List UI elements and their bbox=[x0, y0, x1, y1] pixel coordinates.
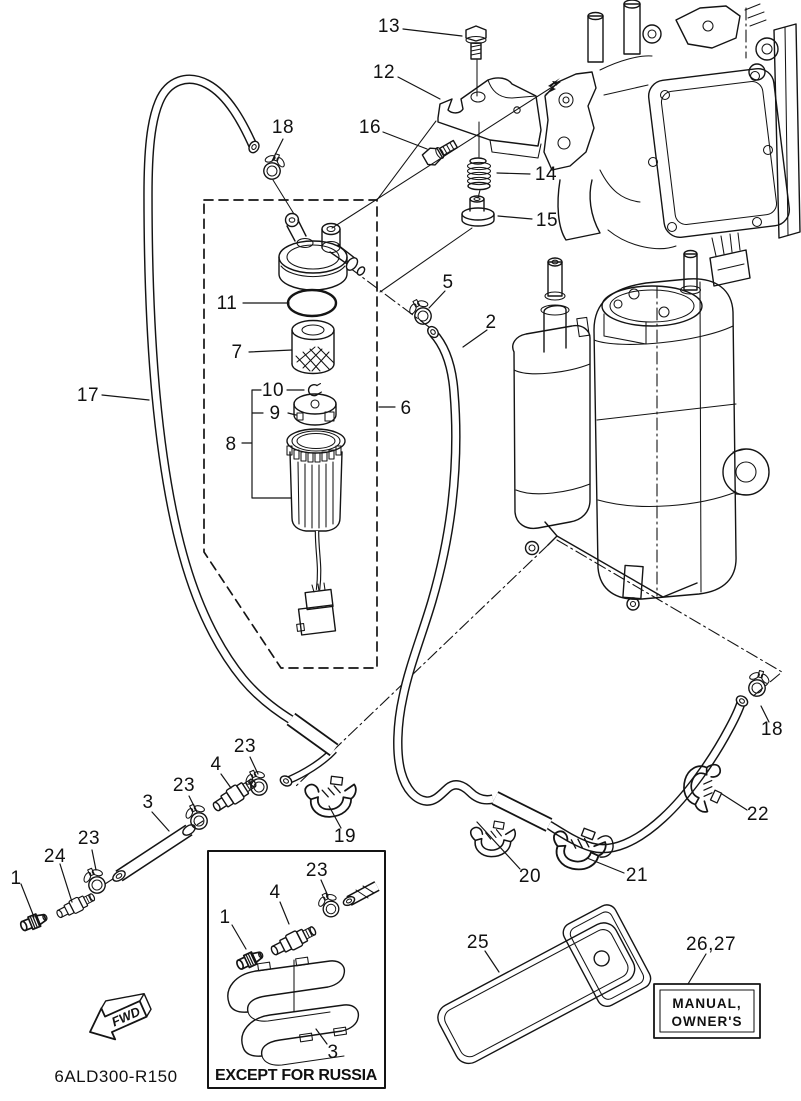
leader-lines bbox=[20, 28, 770, 1045]
part-label-1-box: 1 bbox=[219, 907, 230, 928]
pouch-25 bbox=[437, 904, 652, 1065]
part-label-4-box: 4 bbox=[269, 882, 280, 903]
part-label-14: 14 bbox=[535, 164, 557, 185]
part-label-3-box: 3 bbox=[327, 1042, 338, 1063]
part-label-7: 7 bbox=[231, 342, 242, 363]
part-label-5: 5 bbox=[442, 272, 453, 293]
part-label-25: 25 bbox=[467, 932, 489, 953]
clip-20 bbox=[469, 818, 518, 860]
part-label-23-a: 23 bbox=[78, 828, 100, 849]
drawing-code: 6ALD300-R150 bbox=[54, 1067, 177, 1086]
part-label-11: 11 bbox=[217, 293, 238, 314]
manual-box-line2: OWNER'S bbox=[672, 1014, 743, 1029]
part-label-26-27: 26,27 bbox=[686, 934, 736, 955]
tube-3 bbox=[112, 824, 196, 882]
part-label-4-left: 4 bbox=[210, 754, 221, 775]
part-label-19: 19 bbox=[334, 826, 356, 847]
pump-wire-and-connector bbox=[296, 530, 337, 636]
part-label-6: 6 bbox=[400, 398, 411, 419]
filter-assembly-boundary bbox=[203, 199, 378, 669]
part-label-9: 9 bbox=[269, 403, 280, 424]
plug-1-inset bbox=[234, 947, 266, 973]
bolt-16 bbox=[421, 139, 459, 166]
part-label-1-left: 1 bbox=[10, 868, 21, 889]
grommet-15 bbox=[461, 195, 495, 227]
part-label-24: 24 bbox=[44, 846, 66, 867]
filter-cup-8 bbox=[286, 428, 346, 532]
clamp-18-bottom bbox=[743, 667, 774, 700]
bolt-13 bbox=[465, 25, 487, 60]
part-label-8: 8 bbox=[225, 434, 236, 455]
clamp-5 bbox=[404, 294, 438, 330]
fwd-arrow: FWD bbox=[89, 992, 152, 1041]
hose-2 bbox=[393, 325, 749, 854]
plug-1 bbox=[18, 909, 50, 934]
clamp-18-top bbox=[258, 150, 289, 183]
fitting-24 bbox=[53, 889, 98, 922]
part-label-15: 15 bbox=[536, 210, 558, 231]
part-label-12: 12 bbox=[373, 62, 395, 83]
clip-19 bbox=[302, 772, 361, 821]
part-label-13: 13 bbox=[378, 16, 400, 37]
fitting-4-inset bbox=[267, 921, 320, 960]
label-8-bracket bbox=[241, 389, 292, 499]
part-label-18-top: 18 bbox=[272, 117, 294, 138]
manual-box: MANUAL, OWNER'S bbox=[653, 983, 761, 1039]
o-ring-11 bbox=[286, 288, 338, 318]
grommet-14 bbox=[466, 157, 492, 191]
russia-box-label: EXCEPT FOR RUSSIA bbox=[215, 1067, 378, 1084]
filter-cap bbox=[278, 212, 366, 291]
part-label-3-left: 3 bbox=[142, 792, 153, 813]
manual-box-line1: MANUAL, bbox=[672, 996, 741, 1011]
part-label-23-b: 23 bbox=[173, 775, 195, 796]
clip-21-second-half bbox=[597, 835, 614, 858]
clamp-23-inset bbox=[313, 888, 345, 922]
part-label-10: 10 bbox=[262, 380, 284, 401]
part-label-21: 21 bbox=[626, 865, 648, 886]
float-9 bbox=[293, 393, 337, 426]
part-label-18-bottom: 18 bbox=[761, 719, 783, 740]
russia-box: EXCEPT FOR RUSSIA bbox=[207, 850, 386, 1089]
part-label-20: 20 bbox=[519, 866, 541, 887]
part-label-23-box: 23 bbox=[306, 860, 328, 881]
part-label-17: 17 bbox=[77, 385, 99, 406]
bracket-12 bbox=[437, 77, 542, 159]
hose-stub-inset bbox=[342, 881, 380, 907]
hose-17 bbox=[143, 74, 339, 787]
part-label-22: 22 bbox=[747, 804, 769, 825]
part-label-2: 2 bbox=[485, 312, 496, 333]
fuel-pump-tank-sketch bbox=[512, 232, 770, 611]
filter-element-7 bbox=[291, 319, 335, 375]
clamp-23-a bbox=[78, 863, 112, 898]
engine-block-sketch bbox=[543, 0, 801, 250]
clamshell-cover-3 bbox=[227, 956, 360, 1066]
part-label-23-c: 23 bbox=[234, 736, 256, 757]
part-label-16: 16 bbox=[359, 117, 381, 138]
